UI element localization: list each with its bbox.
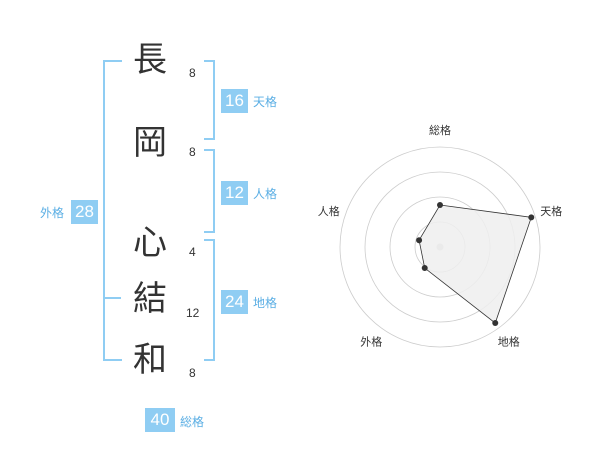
soukaku-value: 40 (145, 408, 175, 432)
stroke-count-4: 12 (186, 306, 200, 320)
radar-axis-label-1: 総格 (429, 123, 451, 137)
radar-point-3 (492, 320, 499, 327)
name-char-2: 岡 (133, 123, 167, 163)
stroke-count-2: 8 (189, 145, 196, 159)
gaikaku-value: 28 (71, 200, 98, 224)
stroke-count-1: 8 (189, 66, 196, 80)
name-char-3: 心 (133, 223, 167, 263)
gaikaku-label: 外格 (40, 206, 65, 220)
tenkaku-bracket (204, 60, 215, 140)
chikaku-value: 24 (221, 290, 248, 314)
name-char-4: 結 (133, 279, 167, 319)
jinkaku-value: 12 (221, 181, 248, 205)
radar-point-4 (421, 265, 428, 272)
chikaku-label: 地格 (253, 296, 278, 310)
stroke-count-3: 4 (189, 245, 196, 259)
tenkaku-label: 天格 (253, 95, 278, 109)
radar-axis-label-4: 外格 (360, 335, 382, 349)
radar-axis-label-2: 天格 (540, 204, 562, 218)
gaikaku-bracket-tick (103, 297, 121, 299)
radar-point-5 (416, 237, 423, 244)
radar-point-1 (437, 202, 443, 208)
name-char-1: 長 (133, 40, 167, 80)
radar-series-area (418, 204, 532, 324)
jinkaku-label: 人格 (253, 187, 278, 201)
radar-point-2 (528, 214, 535, 221)
name-char-5: 和 (133, 340, 167, 380)
radar-axis-label-5: 人格 (318, 204, 340, 218)
tenkaku-value: 16 (221, 89, 248, 113)
soukaku-label: 総格 (180, 415, 205, 429)
jinkaku-bracket (204, 149, 215, 233)
stroke-count-5: 8 (189, 366, 196, 380)
radar-grid-ring (339, 146, 541, 348)
chikaku-bracket (204, 239, 215, 361)
radar-axis-label-3: 地格 (498, 335, 520, 349)
gaikaku-bracket (103, 60, 122, 361)
